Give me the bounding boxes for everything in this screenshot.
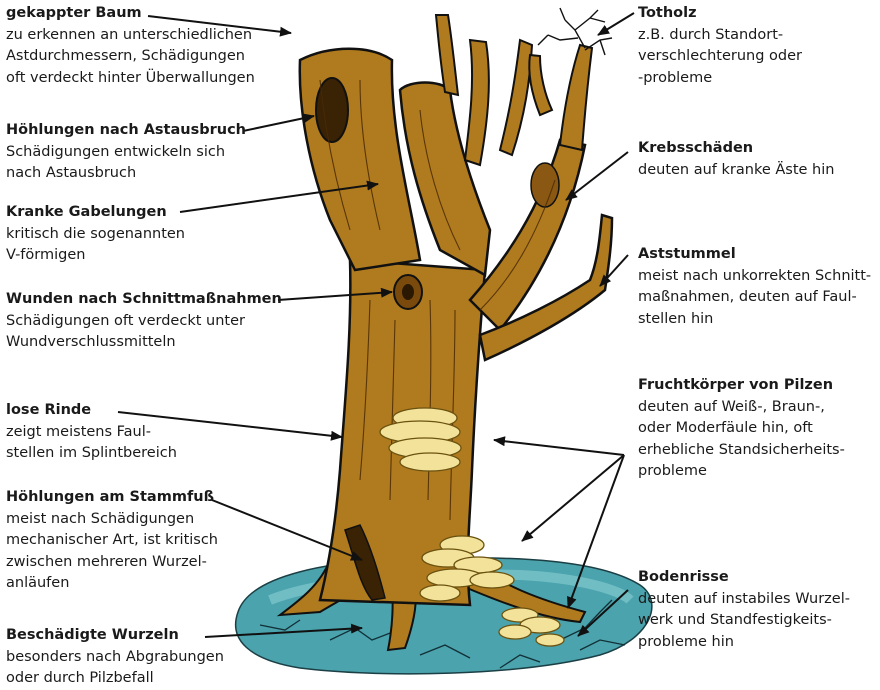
label-aststummel: Aststummel meist nach unkorrekten Schnit… — [638, 244, 871, 330]
label-title: Aststummel — [638, 244, 871, 266]
label-gekappter-baum: gekappter Baum zu erkennen an unterschie… — [6, 3, 255, 89]
label-title: Krebsschäden — [638, 138, 834, 160]
label-line: besonders nach Abgrabungen — [6, 647, 224, 669]
label-title: Totholz — [638, 3, 802, 25]
canker — [531, 163, 559, 207]
label-title: Beschädigte Wurzeln — [6, 625, 224, 647]
label-title: Kranke Gabelungen — [6, 202, 185, 224]
label-hoehlungen-astausbruch: Höhlungen nach Astausbruch Schädigungen … — [6, 120, 246, 185]
label-hoehlungen-stammfuss: Höhlungen am Stammfuß meist nach Schädig… — [6, 487, 218, 595]
label-title: Bodenrisse — [638, 567, 850, 589]
label-line: werk und Standfestigkeits- — [638, 610, 850, 632]
label-beschaedigte-wurzeln: Beschädigte Wurzeln besonders nach Abgra… — [6, 625, 224, 690]
label-totholz: Totholz z.B. durch Standort- verschlecht… — [638, 3, 802, 89]
label-line: meist nach Schädigungen — [6, 509, 218, 531]
label-line: z.B. durch Standort- — [638, 25, 802, 47]
dead-wood-twigs — [538, 8, 612, 55]
label-line: Schädigungen oft verdeckt unter — [6, 311, 282, 333]
label-krebsschaeden: Krebsschäden deuten auf kranke Äste hin — [638, 138, 834, 181]
arrow-totholz — [598, 13, 634, 35]
label-line: stellen im Splintbereich — [6, 443, 177, 465]
label-title: Fruchtkörper von Pilzen — [638, 375, 845, 397]
label-line: zu erkennen an unterschiedlichen — [6, 25, 255, 47]
label-line: V-förmigen — [6, 245, 185, 267]
label-line: probleme — [638, 461, 845, 483]
label-line: Wundverschlussmitteln — [6, 332, 282, 354]
label-line: nach Astausbruch — [6, 163, 246, 185]
label-line: probleme hin — [638, 632, 850, 654]
label-line: meist nach unkorrekten Schnitt- — [638, 266, 871, 288]
label-line: anläufen — [6, 573, 218, 595]
label-line: oder durch Pilzbefall — [6, 668, 224, 690]
label-line: verschlechterung oder — [638, 46, 802, 68]
label-line: zeigt meistens Faul- — [6, 422, 177, 444]
label-line: stellen hin — [638, 309, 871, 331]
label-title: lose Rinde — [6, 400, 177, 422]
label-kranke-gabelungen: Kranke Gabelungen kritisch die sogenannt… — [6, 202, 185, 267]
label-line: zwischen mehreren Wurzel- — [6, 552, 218, 574]
label-title: Wunden nach Schnittmaßnahmen — [6, 289, 282, 311]
label-title: gekappter Baum — [6, 3, 255, 25]
label-line: mechanischer Art, ist kritisch — [6, 530, 218, 552]
label-line: Schädigungen entwickeln sich — [6, 142, 246, 164]
label-line: deuten auf instabiles Wurzel- — [638, 589, 850, 611]
label-line: Astdurchmessern, Schädigungen — [6, 46, 255, 68]
label-line: -probleme — [638, 68, 802, 90]
label-lose-rinde: lose Rinde zeigt meistens Faul- stellen … — [6, 400, 177, 465]
label-wunden-schnittmassnahmen: Wunden nach Schnittmaßnahmen Schädigunge… — [6, 289, 282, 354]
label-title: Höhlungen am Stammfuß — [6, 487, 218, 509]
label-line: erhebliche Standsicherheits- — [638, 440, 845, 462]
label-title: Höhlungen nach Astausbruch — [6, 120, 246, 142]
label-line: deuten auf kranke Äste hin — [638, 160, 834, 182]
label-fruchtkoerper: Fruchtkörper von Pilzen deuten auf Weiß-… — [638, 375, 845, 483]
label-line: oder Moderfäule hin, oft — [638, 418, 845, 440]
label-line: oft verdeckt hinter Überwallungen — [6, 68, 255, 90]
label-line: maßnahmen, deuten auf Faul- — [638, 287, 871, 309]
label-bodenrisse: Bodenrisse deuten auf instabiles Wurzel-… — [638, 567, 850, 653]
label-line: kritisch die sogenannten — [6, 224, 185, 246]
arrow-pilze-1 — [494, 440, 624, 455]
label-line: deuten auf Weiß-, Braun-, — [638, 397, 845, 419]
